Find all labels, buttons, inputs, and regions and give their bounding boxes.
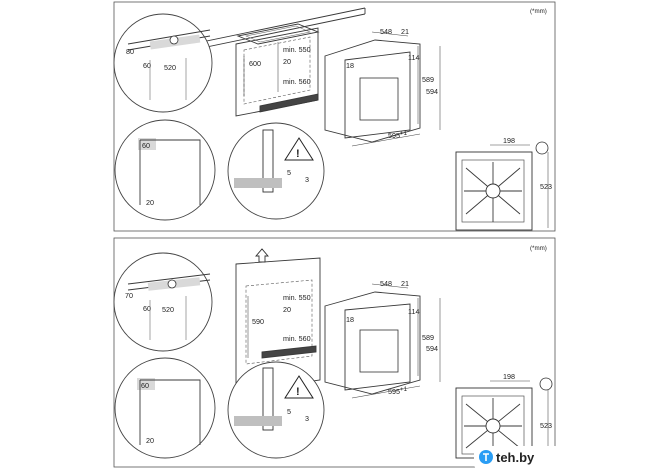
- dim-cut-depth-top: min. 550: [283, 45, 311, 54]
- unit-note-top: (*mm): [530, 8, 547, 15]
- dim-w5-bottom: 5: [287, 407, 291, 416]
- dim-198-bottom: 198: [503, 372, 515, 381]
- dim-21-top: 21: [401, 27, 409, 36]
- dim-595-bottom: 595+1: [388, 386, 408, 396]
- screw-icon: [539, 377, 553, 391]
- watermark-bg: [474, 446, 558, 468]
- dim-c60-bottom: 60: [141, 381, 149, 390]
- dim-60-top: 60: [143, 61, 151, 70]
- dim-c60-top: 60: [142, 141, 150, 150]
- detail-wall-panel-bottom: [262, 367, 274, 431]
- detail-floor-block-bottom: [234, 416, 282, 426]
- dim-80-top: 80: [126, 47, 134, 56]
- dim-line-548-bottom: [371, 283, 409, 289]
- warning-mark-bottom: !: [296, 386, 300, 398]
- dim-cut-height-bottom: min. 560: [283, 334, 311, 343]
- vent-strip-bottom: [261, 345, 317, 359]
- oven-window-bottom: [359, 329, 399, 373]
- watermark-text: teh.by: [496, 450, 535, 465]
- dim-21-bottom: 21: [401, 279, 409, 288]
- detail-corner-gray: [138, 138, 156, 150]
- warning-icon: [284, 137, 314, 161]
- detail-side-legs-bottom: [149, 296, 187, 340]
- dim-w3-top: 3: [305, 175, 309, 184]
- brand-logo-mark: [483, 453, 489, 461]
- watermark: teh.by: [474, 446, 558, 468]
- dim-590-bottom: 590: [252, 317, 264, 326]
- dim-line-595-bottom: [351, 385, 421, 399]
- dim-523-top: 523: [540, 182, 552, 191]
- dim-594-top: 594: [426, 87, 438, 96]
- dim-520-top: 520: [164, 63, 176, 72]
- dim-594-bottom: 594: [426, 344, 438, 353]
- dim-gap-bottom: 20: [283, 305, 291, 314]
- panel-bottom: (*mm) min. 550 20 min. 560 590 70 60 520…: [113, 237, 556, 468]
- unit-note-bottom: (*mm): [530, 245, 547, 252]
- oven-front-top: [344, 51, 411, 139]
- dim-w5-top: 5: [287, 168, 291, 177]
- detail-circle-wall-bottom: [227, 361, 325, 459]
- dim-114-top: 114: [408, 53, 419, 62]
- dim-line-595-top: [351, 133, 421, 147]
- oven-body-top: [324, 39, 421, 143]
- dim-523-bottom: 523: [540, 421, 552, 430]
- oven-front-bottom: [344, 303, 411, 391]
- dim-cut-height-top: min. 560: [283, 77, 311, 86]
- rear-view-hub-bottom: [485, 418, 501, 434]
- screw-icon: [535, 141, 549, 155]
- detail-circle-side-top: [113, 13, 213, 113]
- panel-top: (*mm) min. 550 20 min. 560 600 80 60 520…: [113, 1, 556, 232]
- warning-mark-top: !: [296, 148, 300, 160]
- dim-589-top: 589: [422, 75, 434, 84]
- dim-198-top: 198: [503, 136, 515, 145]
- dim-18-bottom: 18: [346, 315, 354, 324]
- dim-gap-top: 20: [283, 57, 291, 66]
- rear-view-frame-top: [455, 151, 533, 231]
- dim-595-top: 595+1: [388, 130, 408, 140]
- detail-circle-wall-top: [227, 122, 325, 220]
- screw-icon: [169, 35, 179, 45]
- screw-icon: [167, 279, 177, 289]
- dim-18-top: 18: [346, 61, 354, 70]
- detail-corner-gray-bottom: [137, 378, 155, 390]
- dim-548-top: 548: [380, 27, 392, 36]
- oven-body-bottom: [324, 291, 421, 395]
- dim-cut-depth-bottom: min. 550: [283, 293, 311, 302]
- rear-view-hub-top: [485, 183, 501, 199]
- detail-wall-panel: [262, 129, 274, 193]
- dim-w3-bottom: 3: [305, 414, 309, 423]
- detail-corner-frame-bottom: [139, 379, 201, 445]
- dim-600-top: 600: [249, 59, 261, 68]
- dim-c20-bottom: 20: [146, 436, 154, 445]
- dim-c20-top: 20: [146, 198, 154, 207]
- up-arrow-icon: [255, 248, 269, 263]
- dim-520-bottom: 520: [162, 305, 174, 314]
- dim-114-bottom: 114: [408, 307, 419, 316]
- detail-side-legs: [149, 58, 187, 100]
- dim-line-548-top: [371, 31, 409, 37]
- vent-strip-top: [259, 93, 319, 113]
- detail-corner-frame: [139, 139, 201, 205]
- dim-60-bottom: 60: [143, 304, 151, 313]
- detail-circle-side-bottom: [113, 252, 213, 352]
- dim-548-bottom: 548: [380, 279, 392, 288]
- warning-icon: [284, 375, 314, 399]
- detail-floor-block: [234, 178, 282, 188]
- dim-70-bottom: 70: [125, 291, 133, 300]
- oven-window-top: [359, 77, 399, 121]
- cutout-outline-bottom: [245, 279, 313, 365]
- dim-589-bottom: 589: [422, 333, 434, 342]
- tall-cabinet-bottom: [235, 257, 321, 393]
